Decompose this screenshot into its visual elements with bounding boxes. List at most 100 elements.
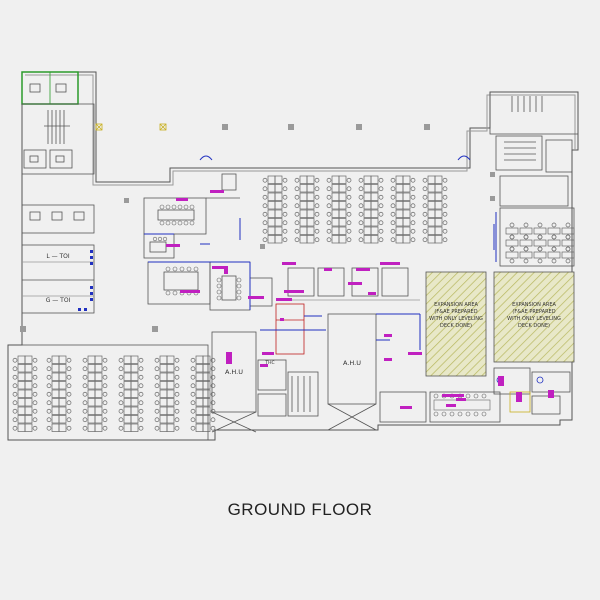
desk: [130, 372, 139, 381]
desk: [159, 423, 168, 432]
chair: [346, 203, 352, 209]
desk: [427, 184, 436, 193]
chair: [410, 203, 416, 209]
desk: [274, 209, 283, 218]
chair: [12, 417, 18, 423]
chair: [210, 383, 216, 389]
chair: [154, 374, 160, 380]
chair: [378, 211, 384, 217]
chair: [422, 177, 428, 183]
chair: [138, 400, 144, 406]
chair: [523, 222, 529, 228]
desk: [17, 372, 26, 381]
chair: [46, 366, 52, 372]
magenta-marker: [210, 190, 224, 193]
magenta-marker: [384, 358, 392, 361]
chair: [410, 177, 416, 183]
chair: [422, 186, 428, 192]
chair: [154, 417, 160, 423]
chair: [509, 246, 515, 252]
chair: [314, 203, 320, 209]
desk: [274, 235, 283, 244]
desk: [505, 251, 519, 259]
svg-text:EXPANSION AREA: EXPANSION AREA: [512, 302, 556, 308]
chair: [390, 220, 396, 226]
magenta-marker: [260, 364, 268, 367]
chair: [537, 258, 543, 264]
chair: [390, 237, 396, 243]
desk: [267, 218, 276, 227]
chair: [465, 393, 471, 399]
chair: [326, 186, 332, 192]
magenta-marker: [368, 292, 376, 295]
magenta-marker: [348, 282, 362, 285]
desk: [17, 406, 26, 415]
chair: [326, 177, 332, 183]
desk: [130, 364, 139, 373]
chair: [378, 228, 384, 234]
chair: [481, 411, 487, 417]
desk: [94, 423, 103, 432]
toilet-label-l: L — TOI: [46, 253, 70, 260]
magenta-marker: [226, 352, 232, 364]
chair: [171, 220, 177, 226]
desk: [166, 381, 175, 390]
desk: [202, 364, 211, 373]
desk: [267, 209, 276, 218]
desk: [331, 235, 340, 244]
chair: [282, 228, 288, 234]
desk: [363, 175, 372, 184]
desk: [338, 201, 347, 210]
chair: [282, 177, 288, 183]
meeting-chairs-left: [152, 204, 242, 301]
chair: [390, 177, 396, 183]
desk: [87, 415, 96, 424]
desk: [166, 389, 175, 398]
desk: [363, 184, 372, 193]
chair: [171, 204, 177, 210]
workstation-block-right: [505, 222, 575, 264]
desk: [331, 201, 340, 210]
desk: [402, 192, 411, 201]
chair: [314, 177, 320, 183]
chair: [210, 357, 216, 363]
desk: [299, 201, 308, 210]
desk: [402, 218, 411, 227]
desk: [267, 184, 276, 193]
chair: [422, 203, 428, 209]
chair: [102, 383, 108, 389]
chair: [378, 194, 384, 200]
thc-label: THC: [264, 360, 274, 366]
desk: [306, 192, 315, 201]
desk: [159, 389, 168, 398]
desk: [561, 251, 575, 259]
desk: [24, 364, 33, 373]
desk: [24, 381, 33, 390]
desk: [159, 355, 168, 364]
desk: [87, 406, 96, 415]
chair: [378, 186, 384, 192]
desk: [338, 226, 347, 235]
chair: [174, 391, 180, 397]
desk: [370, 192, 379, 201]
chair: [165, 266, 171, 272]
chair: [358, 220, 364, 226]
chair: [390, 211, 396, 217]
chair: [102, 400, 108, 406]
magenta-marker: [446, 404, 456, 407]
desk: [195, 406, 204, 415]
chair: [102, 374, 108, 380]
chair: [294, 211, 300, 217]
chair: [262, 220, 268, 226]
chair: [346, 177, 352, 183]
desk: [299, 218, 308, 227]
desk: [533, 239, 547, 247]
desk: [363, 235, 372, 244]
chair: [422, 237, 428, 243]
chair: [314, 228, 320, 234]
chair: [262, 237, 268, 243]
desk: [87, 389, 96, 398]
desk: [94, 415, 103, 424]
chair: [346, 211, 352, 217]
desk: [195, 364, 204, 373]
